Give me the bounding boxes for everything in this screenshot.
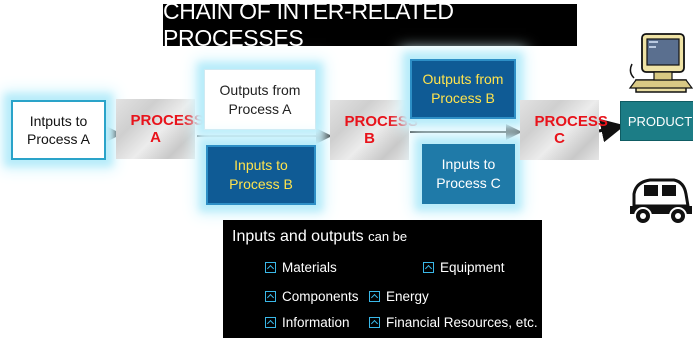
legend-item-label: Components [282, 289, 359, 304]
legend-title-main: Inputs and outputs [232, 228, 364, 245]
legend-item-label: Information [282, 315, 350, 330]
process-a-label: PROCESS A [130, 112, 204, 146]
process-b-box: PROCESS B [330, 100, 418, 160]
arrow-process-c-to-product [598, 118, 625, 143]
legend-title: Inputs and outputs can be [232, 228, 407, 246]
legend-panel: Inputs and outputs can be Materials Equi… [223, 220, 542, 338]
legend-item-equipment: Equipment [423, 260, 505, 275]
process-a-box: PROCESS A [116, 99, 204, 159]
inputs-to-process-c-box: Inputs to Process C [422, 144, 515, 204]
legend-item-information: Information [265, 315, 350, 330]
diagram-title: CHAIN OF INTER-RELATED PROCESSES [163, 0, 577, 51]
legend-item-label: Materials [282, 260, 337, 275]
outputs-from-process-a-box: Outputs from Process A [204, 69, 316, 130]
outputs-from-process-b-box: Outputs from Process B [410, 59, 516, 119]
legend-item-label: Financial Resources, etc. [386, 315, 538, 330]
checkbox-icon [369, 317, 380, 328]
process-b-label: PROCESS B [344, 113, 418, 147]
checkbox-icon [265, 262, 276, 273]
process-c-label: PROCESS C [534, 113, 608, 147]
legend-item-components: Components [265, 289, 359, 304]
input-box-process-a: Intputs to Process A [11, 100, 106, 160]
checkbox-icon [423, 262, 434, 273]
legend-item-label: Equipment [440, 260, 505, 275]
product-box: PRODUCT [620, 101, 693, 141]
legend-item-financial: Financial Resources, etc. [369, 315, 538, 330]
inputs-to-process-b-box: Inputs to Process B [206, 145, 316, 205]
process-c-box: PROCESS C [520, 100, 608, 160]
legend-item-energy: Energy [369, 289, 429, 304]
car-clipart-icon [630, 178, 692, 225]
checkbox-icon [265, 317, 276, 328]
legend-item-label: Energy [386, 289, 429, 304]
checkbox-icon [265, 291, 276, 302]
checkbox-icon [369, 291, 380, 302]
legend-title-tail: can be [368, 229, 408, 244]
computer-clipart-icon [628, 33, 693, 93]
legend-item-materials: Materials [265, 260, 337, 275]
